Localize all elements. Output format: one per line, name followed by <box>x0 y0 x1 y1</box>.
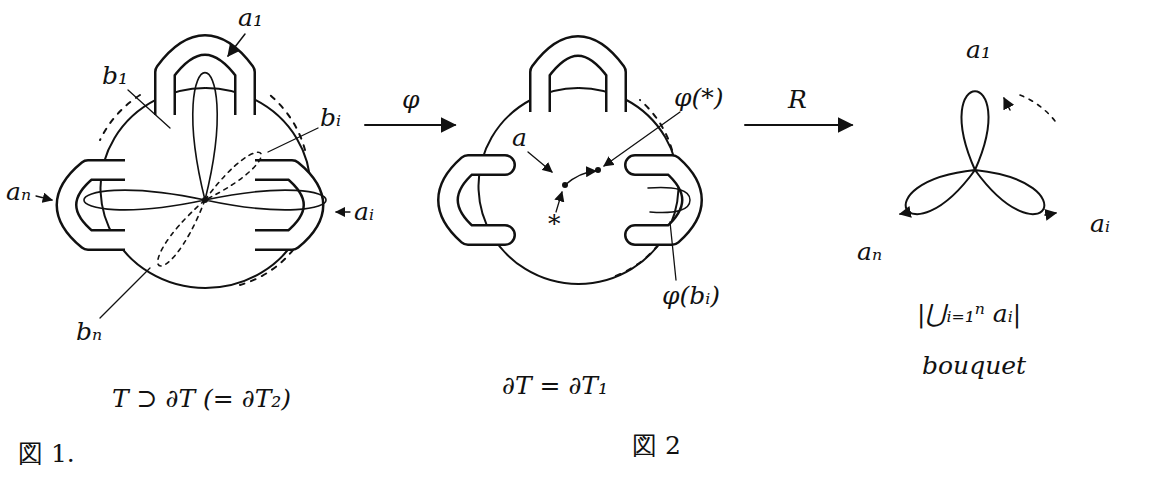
math-label: R <box>786 86 809 114</box>
math-label: T ⊃ ∂T (= ∂T₂) <box>110 385 293 413</box>
math-label: φ(*) <box>672 84 726 112</box>
math-label: a <box>510 124 529 152</box>
disk-outline <box>479 88 679 284</box>
math-label: * <box>546 210 563 238</box>
cut-handle-inside <box>635 165 692 235</box>
handle-band-inside <box>255 170 314 240</box>
base-point <box>202 197 208 203</box>
leader-arrow <box>36 196 52 200</box>
map-arrow <box>745 124 852 126</box>
math-label: |⋃ᵢ₌₁ⁿ aᵢ| <box>915 300 1023 328</box>
orientation-arrow <box>1004 98 1010 110</box>
leader-arrow <box>556 192 562 212</box>
orientation-arrow <box>1045 213 1056 215</box>
math-label: bₙ <box>74 318 104 346</box>
handle-band <box>165 45 245 115</box>
disk-outline <box>101 88 311 288</box>
dash-arc <box>270 95 305 150</box>
math-label: a₁ <box>964 36 993 64</box>
leader-arrow <box>604 112 680 166</box>
math-label: ∂T = ∂T₁ <box>500 372 610 400</box>
arc-a <box>565 171 596 185</box>
petal-loop <box>84 190 205 210</box>
map-arrow <box>365 124 455 126</box>
leader-arrow <box>228 34 245 56</box>
cut-handle-inside <box>448 165 505 235</box>
leader-arrow <box>336 211 350 212</box>
math-label: aᵢ <box>1088 210 1112 238</box>
leader-arrow <box>528 152 552 172</box>
math-label: aₙ <box>855 238 884 266</box>
petal-loop <box>205 190 326 210</box>
figure-caption: 図 1. <box>16 440 77 468</box>
handle-band-inside <box>165 45 245 115</box>
cut-handle <box>448 165 505 235</box>
petal-loop <box>205 152 261 200</box>
math-label: φ <box>400 86 422 114</box>
handle-band <box>255 170 314 240</box>
math-label: aᵢ <box>352 198 376 226</box>
bouquet-loop <box>975 170 1044 214</box>
petal-loop <box>158 200 205 266</box>
bouquet-loop <box>906 170 975 214</box>
figure-caption: 図 2 <box>630 432 683 460</box>
dash-arc <box>100 95 140 140</box>
leader-line <box>128 90 170 128</box>
dash-arc <box>1020 95 1058 125</box>
leader-line <box>268 128 318 152</box>
math-label: φ(bᵢ) <box>660 282 722 310</box>
leader-line <box>100 268 150 318</box>
handle-band <box>540 46 616 112</box>
bouquet-loop <box>961 91 988 170</box>
handle-band-inside <box>540 46 616 112</box>
image-loop <box>648 188 690 213</box>
math-label: bᵢ <box>318 104 343 132</box>
math-label: aₙ <box>4 178 33 206</box>
leader-line <box>670 222 676 280</box>
dash-arc <box>640 100 672 150</box>
math-label: bouquet <box>920 352 1028 380</box>
petal-loop <box>193 73 217 200</box>
orientation-arrow <box>900 212 910 214</box>
handle-band <box>67 170 126 240</box>
image-point <box>595 167 601 173</box>
math-label: a₁ <box>236 4 265 32</box>
handle-band-inside <box>67 170 126 240</box>
cut-handle <box>635 165 692 235</box>
math-label: b₁ <box>100 62 130 90</box>
